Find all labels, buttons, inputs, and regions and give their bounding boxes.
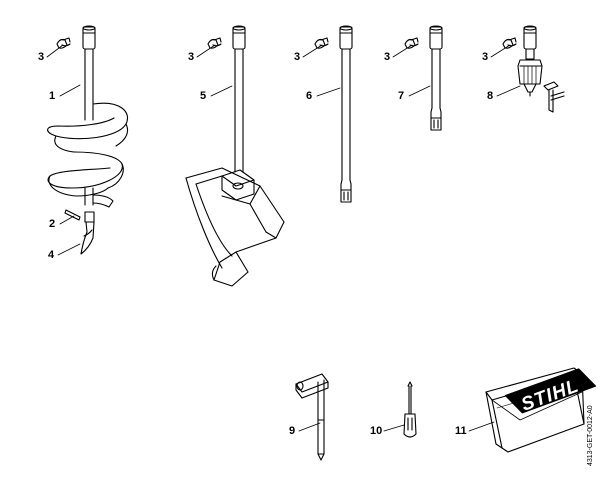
tool-pouch-icon xyxy=(485,367,597,453)
callout-3: 3 xyxy=(384,51,391,63)
callout-1: 1 xyxy=(49,90,56,102)
spring-clip-icon xyxy=(404,37,419,49)
spring-clip-icon xyxy=(207,37,222,49)
leader-lines xyxy=(46,44,521,432)
document-number: 4313-GET-0012-A0 xyxy=(587,405,594,466)
auger-icon xyxy=(47,25,129,208)
callout-10: 10 xyxy=(370,425,383,437)
callout-5: 5 xyxy=(200,90,207,102)
cutting-tip-icon xyxy=(80,211,95,255)
spring-clip-icon xyxy=(56,37,71,49)
callout-3: 3 xyxy=(38,51,45,63)
spring-clip-icon xyxy=(314,37,329,49)
extension-shaft-icon xyxy=(339,25,353,203)
callout-4: 4 xyxy=(48,249,55,261)
callout-11: 11 xyxy=(455,425,467,437)
callout-6: 6 xyxy=(306,90,313,102)
spring-clip-icon xyxy=(502,37,517,49)
callout-7: 7 xyxy=(398,90,405,102)
combination-wrench-icon xyxy=(295,373,329,461)
screwdriver-icon xyxy=(403,381,417,438)
callout-3: 3 xyxy=(482,51,489,63)
short-extension-shaft-icon xyxy=(429,25,443,131)
callout-3: 3 xyxy=(188,51,195,63)
callout-8: 8 xyxy=(487,90,494,102)
callout-2: 2 xyxy=(49,218,56,230)
shovel-attachment-icon xyxy=(185,25,285,287)
callout-9: 9 xyxy=(289,425,296,437)
callout-3: 3 xyxy=(294,51,301,63)
pin-icon xyxy=(64,209,81,221)
drill-chuck-icon xyxy=(517,25,565,113)
